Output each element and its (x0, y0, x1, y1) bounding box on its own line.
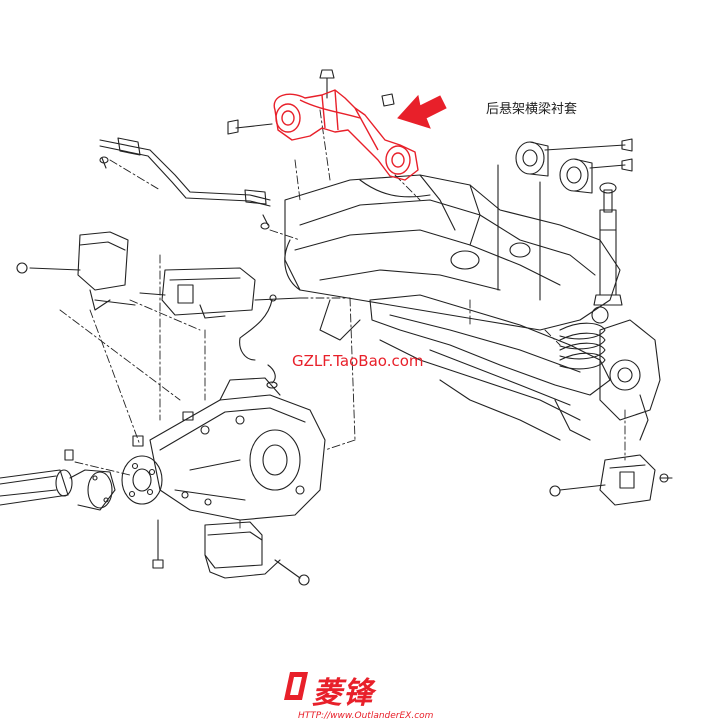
diff-mount-bracket (139, 267, 301, 319)
watermark-text: GZLF.TaoBao.com (292, 352, 424, 370)
rear-lower-bracket (549, 454, 673, 506)
bolts (64, 69, 395, 569)
diff-bracket-left (16, 231, 136, 311)
lower-diff-mount (204, 521, 310, 586)
shock-absorber (593, 182, 623, 306)
leader-lines (59, 109, 626, 531)
pinion-flange (121, 455, 163, 505)
brand-url: HTTP://www.OutlanderEX.com (298, 711, 434, 721)
bushing-pair (497, 138, 633, 301)
rear-subframe (284, 174, 621, 341)
coil-spring (559, 306, 609, 370)
arrow-icon (397, 94, 447, 129)
brand-name: 菱锋 (312, 676, 374, 711)
highlighted-crossmember-bushing (273, 89, 419, 181)
rear-differential (149, 377, 326, 521)
brand-logo-icon (284, 672, 308, 700)
propeller-shaft (0, 469, 116, 511)
lower-control-arm (369, 294, 611, 441)
callout-label: 后悬架横梁衬套 (486, 102, 578, 117)
stabilizer-bar (99, 137, 271, 230)
knuckle-hub (599, 319, 661, 441)
sensor-wire (239, 294, 278, 389)
